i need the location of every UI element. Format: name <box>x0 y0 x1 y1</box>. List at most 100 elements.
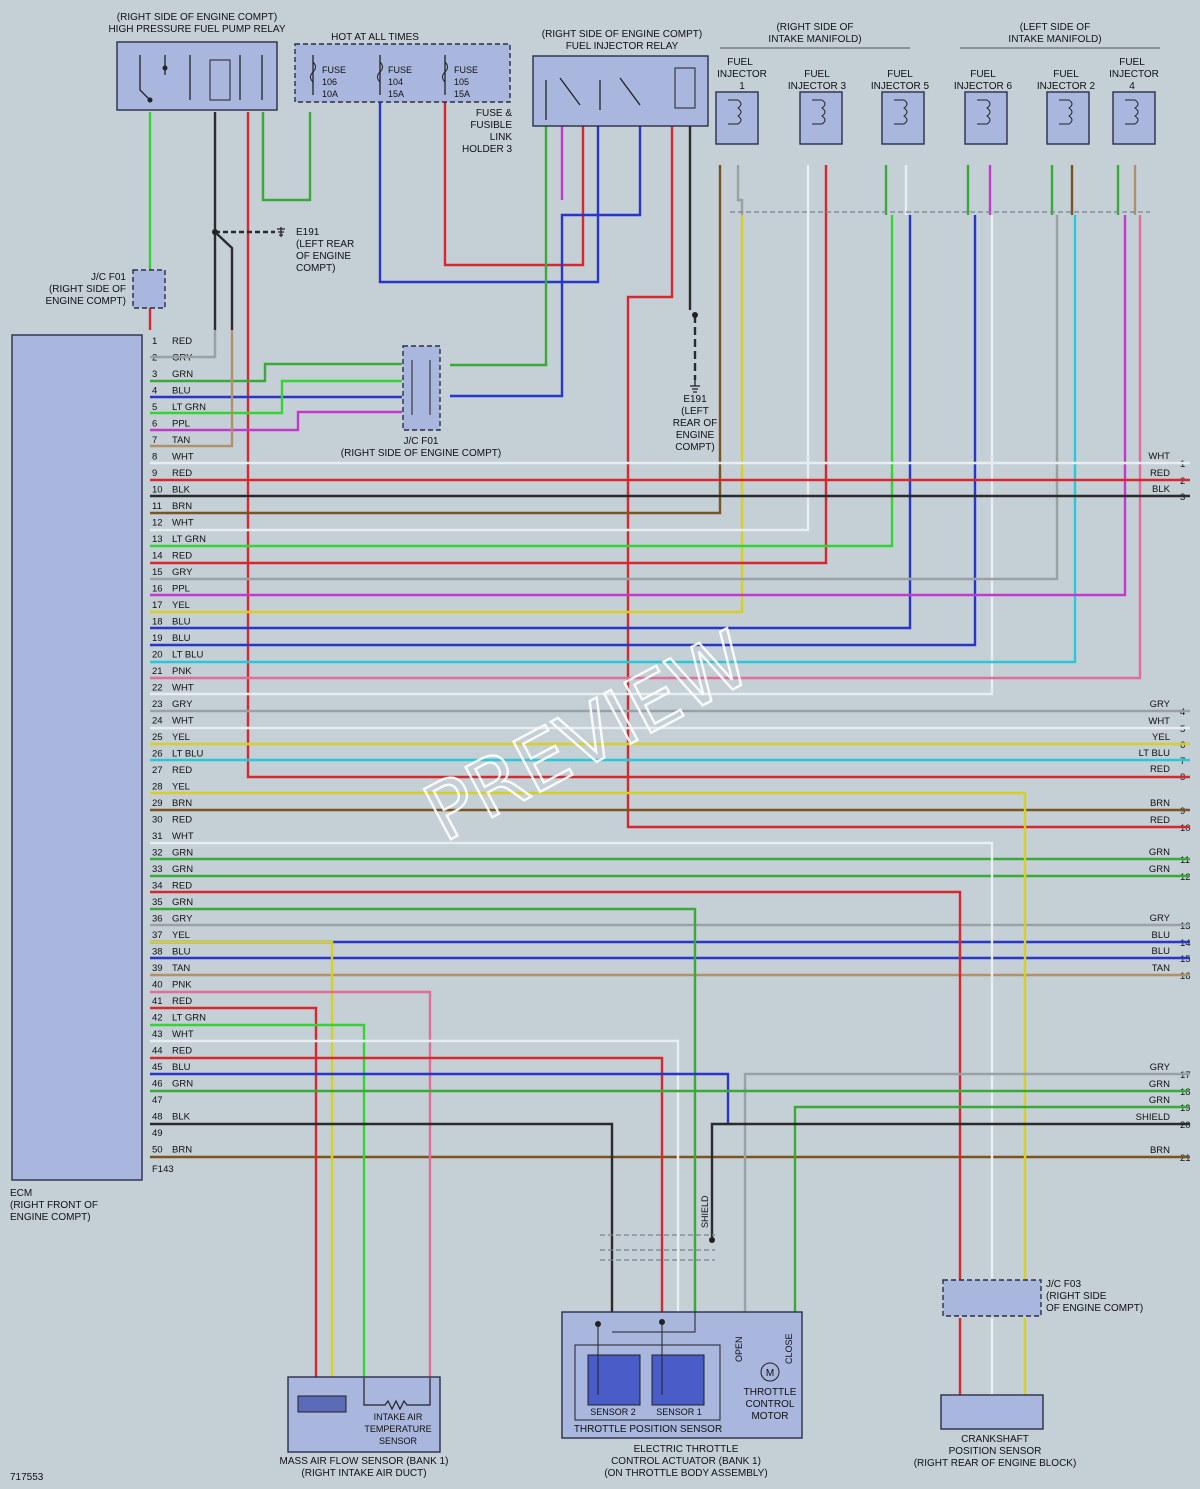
wire-layer <box>148 100 1190 1395</box>
ecm-pin-wire-color: WHT <box>172 683 194 694</box>
wire-wht-pin43 <box>150 1039 680 1312</box>
edge-wire-color: GRY <box>1150 1062 1171 1073</box>
fuse106-label: FUSE <box>322 65 346 75</box>
ecm-pin-wire-color: GRN <box>172 369 193 380</box>
jc-f01-label-a: J/C F01 <box>91 272 126 283</box>
fuse104-label: FUSE <box>388 65 412 75</box>
e191b-label-d: ENGINE <box>676 430 715 441</box>
edge-wire-color: BLK <box>1152 484 1171 495</box>
wire-red-pin44 <box>150 1056 664 1312</box>
ecm-pin-number: 24 <box>152 716 163 727</box>
e191-label-a: E191 <box>296 227 320 238</box>
jc-f03-label-a: J/C F03 <box>1046 1279 1081 1290</box>
edge-wire-color: YEL <box>1152 732 1170 743</box>
ecm-pin-wire-color: GRY <box>172 567 193 578</box>
e191-label-d: COMPT) <box>296 263 335 274</box>
ecm-pin-wire-color: BRN <box>172 501 192 512</box>
ecm-pin-wire-color: BLK <box>172 1112 191 1123</box>
ecm-pin-number: 33 <box>152 864 163 875</box>
edge-wire-color: GRY <box>1150 913 1171 924</box>
hp-fuel-pump-relay: (RIGHT SIDE OF ENGINE COMPT) HIGH PRESSU… <box>108 12 286 111</box>
svg-text:M: M <box>766 1368 774 1379</box>
ecm-pin-wire-color: LT GRN <box>172 1013 206 1024</box>
edge-connector-number: 4 <box>1180 707 1185 718</box>
inj3-label-b: INJECTOR 3 <box>788 81 847 92</box>
wire-yel-inj1 <box>150 215 744 614</box>
wire-yel-pin37 <box>150 940 334 1378</box>
ecm-pin-wire-color: BLU <box>172 617 191 628</box>
ecm-pin-number: 21 <box>152 666 163 677</box>
ecm-pin-wire-color: TAN <box>172 963 190 974</box>
edge-wire-color: GRN <box>1149 1095 1170 1106</box>
e191-label-b: (LEFT REAR <box>296 239 354 250</box>
ecm-pin-number: 34 <box>152 881 163 892</box>
inj1-label-c: 1 <box>739 81 745 92</box>
ecm-pin-wire-color: BRN <box>172 798 192 809</box>
inj2-label-b: INJECTOR 2 <box>1037 81 1096 92</box>
ecm-pin-wire-color: YEL <box>172 732 190 743</box>
ecm-pin-number: 18 <box>152 617 163 628</box>
inj1-label-b: INJECTOR <box>717 69 767 80</box>
ecm-pin-wire-color: WHT <box>172 452 194 463</box>
ecm-pin-number: 30 <box>152 815 163 826</box>
fuse106-amps: 10A <box>322 89 338 99</box>
inj5-label-a: FUEL <box>887 69 913 80</box>
edge-connector-number: 5 <box>1180 724 1185 735</box>
inj6-label-b: INJECTOR 6 <box>954 81 1013 92</box>
tps-label: THROTTLE POSITION SENSOR <box>574 1424 722 1435</box>
ecm-location-2: ENGINE COMPT) <box>10 1212 91 1223</box>
inj1-label-a: FUEL <box>727 57 753 68</box>
figure-id: 717553 <box>10 1472 44 1483</box>
hp-relay-title: HIGH PRESSURE FUEL PUMP RELAY <box>108 24 285 35</box>
ecm-title: ECM <box>10 1188 32 1199</box>
maf-location: (RIGHT INTAKE AIR DUCT) <box>301 1468 426 1479</box>
ecm-pin-number: 26 <box>152 749 163 760</box>
ecm-pin-number: 12 <box>152 518 163 529</box>
wire-red-relay-1 <box>626 125 1190 829</box>
ecm-pin-number: 23 <box>152 699 163 710</box>
e191b-label-b: (LEFT <box>681 406 709 417</box>
jc-f01-middle: J/C F01 (RIGHT SIDE OF ENGINE COMPT) <box>341 345 501 459</box>
left-intake-manifold-1: (LEFT SIDE OF <box>1020 22 1090 33</box>
ecm-pin-number: 6 <box>152 419 157 430</box>
edge-connector-number: 17 <box>1180 1070 1191 1081</box>
etc-title-2: CONTROL ACTUATOR (BANK 1) <box>611 1456 761 1467</box>
wire-tan-pin7 <box>150 330 234 448</box>
fuse-holder-label-3: LINK <box>490 132 513 143</box>
wire-shield-20 <box>710 1122 1190 1240</box>
etc-title-3: (ON THROTTLE BODY ASSEMBLY) <box>604 1468 767 1479</box>
edge-wire-color: TAN <box>1152 963 1170 974</box>
wire-brn-inj1 <box>150 165 722 515</box>
fuel-injector-relay: (RIGHT SIDE OF ENGINE COMPT) FUEL INJECT… <box>532 29 709 127</box>
ecm-pin-wire-color: PNK <box>172 666 192 677</box>
fuel-injector-6: FUEL INJECTOR 6 <box>954 69 1013 145</box>
edge-wire-color: RED <box>1150 764 1170 775</box>
ecm-connector: F143 <box>152 1164 174 1175</box>
jc-f01-mid-label-a: J/C F01 <box>403 436 438 447</box>
e191-ground-upper: E191 (LEFT REAR OF ENGINE COMPT) <box>277 227 354 274</box>
tcm-label-3: MOTOR <box>751 1411 788 1422</box>
edge-wire-color: WHT <box>1148 716 1170 727</box>
preview-watermark: PREVIEW <box>411 614 765 859</box>
wire-gry-inj1 <box>736 165 744 215</box>
ecm-pin-wire-color: GRY <box>172 914 193 925</box>
wire-ltgrn-pin5 <box>150 379 402 415</box>
ecm-pin-number: 1 <box>152 336 157 347</box>
iat-label-1: INTAKE AIR <box>374 1412 423 1422</box>
tcm-label-2: CONTROL <box>746 1399 795 1410</box>
edge-wire-color: GRN <box>1149 847 1170 858</box>
jc-f01-label-c: ENGINE COMPT) <box>45 296 126 307</box>
edge-connector-number: 18 <box>1180 1087 1191 1098</box>
wire-grn-19 <box>793 1105 1190 1312</box>
edge-connector-number: 13 <box>1180 921 1191 932</box>
inj-relay-title: FUEL INJECTOR RELAY <box>566 41 679 52</box>
wire-gry-pin2 <box>150 330 217 359</box>
edge-wire-color: RED <box>1150 815 1170 826</box>
fuse-holder-3: HOT AT ALL TIMES FUSE 106 10A FUSE 104 1… <box>294 32 513 155</box>
wire-grn-pin3 <box>150 362 402 383</box>
wire-grn-relay-5 <box>450 125 548 367</box>
wire-blk-e145 <box>214 231 234 330</box>
wire-red-inj3 <box>150 165 828 565</box>
wire-blu-inj6 <box>150 215 977 647</box>
